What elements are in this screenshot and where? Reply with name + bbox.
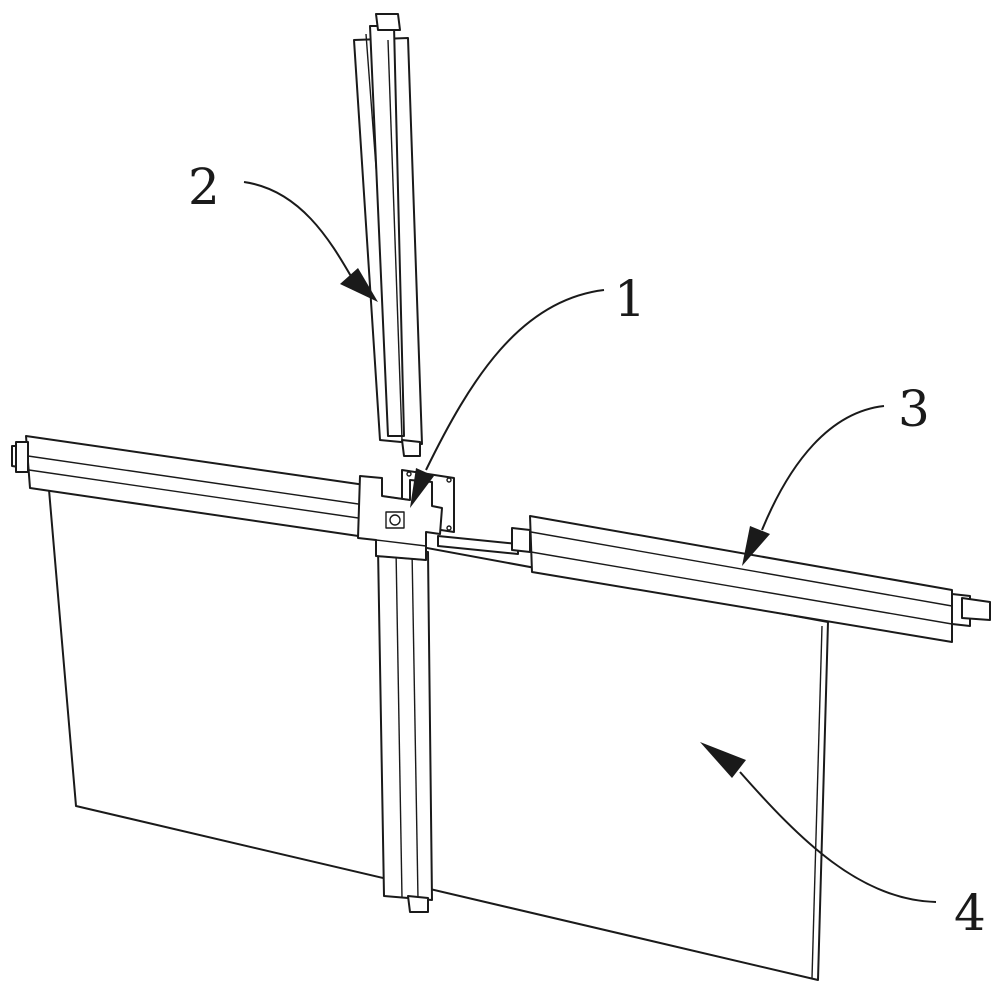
leader-3 — [742, 406, 884, 566]
leader-2 — [244, 182, 378, 302]
lower-vertical-post — [378, 548, 432, 912]
label-1: 1 — [614, 270, 646, 328]
upper-vertical-post-2 — [354, 14, 422, 456]
label-2: 2 — [188, 158, 220, 216]
label-3: 3 — [898, 380, 930, 438]
label-4: 4 — [954, 884, 986, 942]
